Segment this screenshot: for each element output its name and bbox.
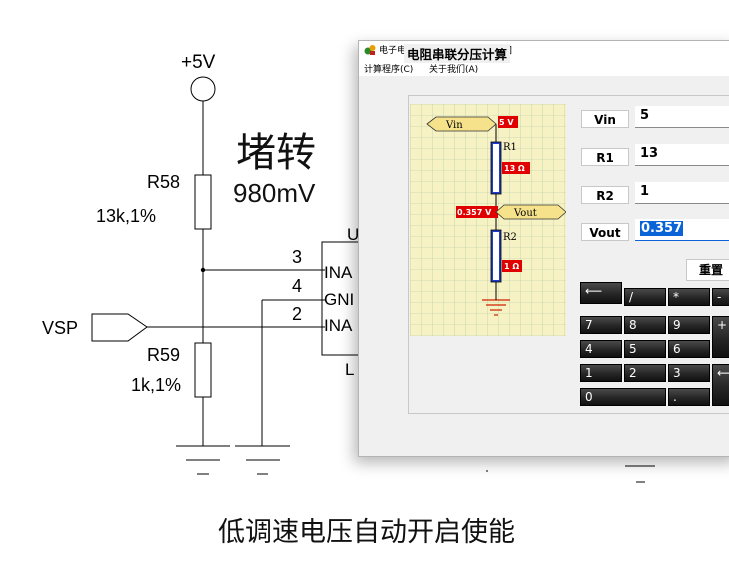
key-dot[interactable]: . <box>668 388 710 406</box>
vin-tag-text: Vin <box>445 120 463 131</box>
r2-input-text: 1 <box>640 184 650 199</box>
key-backspace[interactable]: ⟵ <box>580 282 622 304</box>
voltage-annotation: 980mV <box>233 178 316 208</box>
r2-value-badge <box>502 260 522 272</box>
key-9[interactable]: 9 <box>668 316 710 334</box>
menu-calc[interactable]: 计算程序(C) <box>364 65 414 75</box>
pin2-name: INA <box>324 316 353 335</box>
vin-tag <box>426 116 497 132</box>
vsp-label: VSP <box>42 318 78 338</box>
key-enter[interactable]: ⟵ <box>712 364 729 406</box>
r1-value-badge <box>502 162 530 174</box>
supply-terminal <box>190 76 216 102</box>
vout-tag <box>495 204 566 220</box>
vout-value: 0.357 V <box>457 208 492 217</box>
r58-name: R58 <box>147 172 180 192</box>
vout-input[interactable]: 0.357 <box>635 219 729 241</box>
supply-label: +5V <box>181 52 216 73</box>
key-plus[interactable]: + <box>712 316 729 358</box>
r1-input-text: 13 <box>640 146 659 161</box>
r59-name: R59 <box>147 345 180 365</box>
reset-button[interactable]: 重置 <box>686 259 729 281</box>
status-annotation: 堵转 <box>236 130 316 176</box>
key-6[interactable]: 6 <box>668 340 710 358</box>
r1-label: R1 <box>503 142 517 153</box>
keypad: ⟵ / * - 7 8 9 + 4 5 6 1 2 3 ⟵ 0 . <box>580 282 729 410</box>
key-8[interactable]: 8 <box>624 316 666 334</box>
vout-tag-text: Vout <box>513 208 537 219</box>
vout-value-badge <box>456 206 498 218</box>
chip-bottom-label: L <box>345 360 354 379</box>
key-0[interactable]: 0 <box>580 388 666 406</box>
r2-value: 1 Ω <box>504 262 519 271</box>
menu-bar: 计算程序(C) 关于我们(A) <box>359 59 729 76</box>
r59-resistor <box>194 342 212 398</box>
key-minus[interactable]: - <box>712 288 729 306</box>
key-divide[interactable]: / <box>624 288 666 306</box>
menu-about[interactable]: 关于我们(A) <box>429 65 479 75</box>
key-7[interactable]: 7 <box>580 316 622 334</box>
r58-value: 13k,1% <box>96 206 156 226</box>
r1-input[interactable]: 13 <box>635 144 729 166</box>
pin2-number: 2 <box>292 304 302 324</box>
key-multiply[interactable]: * <box>668 288 710 306</box>
chip-ref: U <box>347 225 359 244</box>
vout-field-label: Vout <box>581 223 629 241</box>
r2-input[interactable]: 1 <box>635 182 729 204</box>
divider-diagram: Vin 5 V R1 13 Ω 0.357 V Vout R2 1 Ω <box>410 104 566 336</box>
r59-value: 1k,1% <box>131 375 181 395</box>
group-title: 电阻串联分压计算 <box>404 44 511 63</box>
key-3[interactable]: 3 <box>668 364 710 382</box>
key-2[interactable]: 2 <box>624 364 666 382</box>
vin-value: 5 V <box>499 118 514 127</box>
vin-input[interactable]: 5 <box>635 106 729 128</box>
app-icon <box>364 45 376 55</box>
r1-field-label: R1 <box>581 148 629 166</box>
chip-outline <box>321 241 358 356</box>
pin3-name: INA <box>324 263 353 282</box>
group-box <box>408 95 729 414</box>
vin-input-text: 5 <box>640 108 650 123</box>
pin4-number: 4 <box>292 276 302 296</box>
junction-dot <box>200 267 206 273</box>
vin-value-badge <box>498 116 518 128</box>
r2-field-label: R2 <box>581 186 629 204</box>
r1-value: 13 Ω <box>504 164 525 173</box>
pin3-number: 3 <box>292 247 302 267</box>
vsp-input-tag <box>91 313 148 342</box>
key-4[interactable]: 4 <box>580 340 622 358</box>
vin-label: Vin <box>581 110 629 128</box>
r58-resistor <box>194 174 212 230</box>
vout-input-text: 0.357 <box>640 221 684 236</box>
r2-label: R2 <box>503 232 517 243</box>
key-5[interactable]: 5 <box>624 340 666 358</box>
key-1[interactable]: 1 <box>580 364 622 382</box>
caption: 低调速电压自动开启使能 <box>218 517 515 548</box>
pin4-name: GNI <box>324 290 354 309</box>
